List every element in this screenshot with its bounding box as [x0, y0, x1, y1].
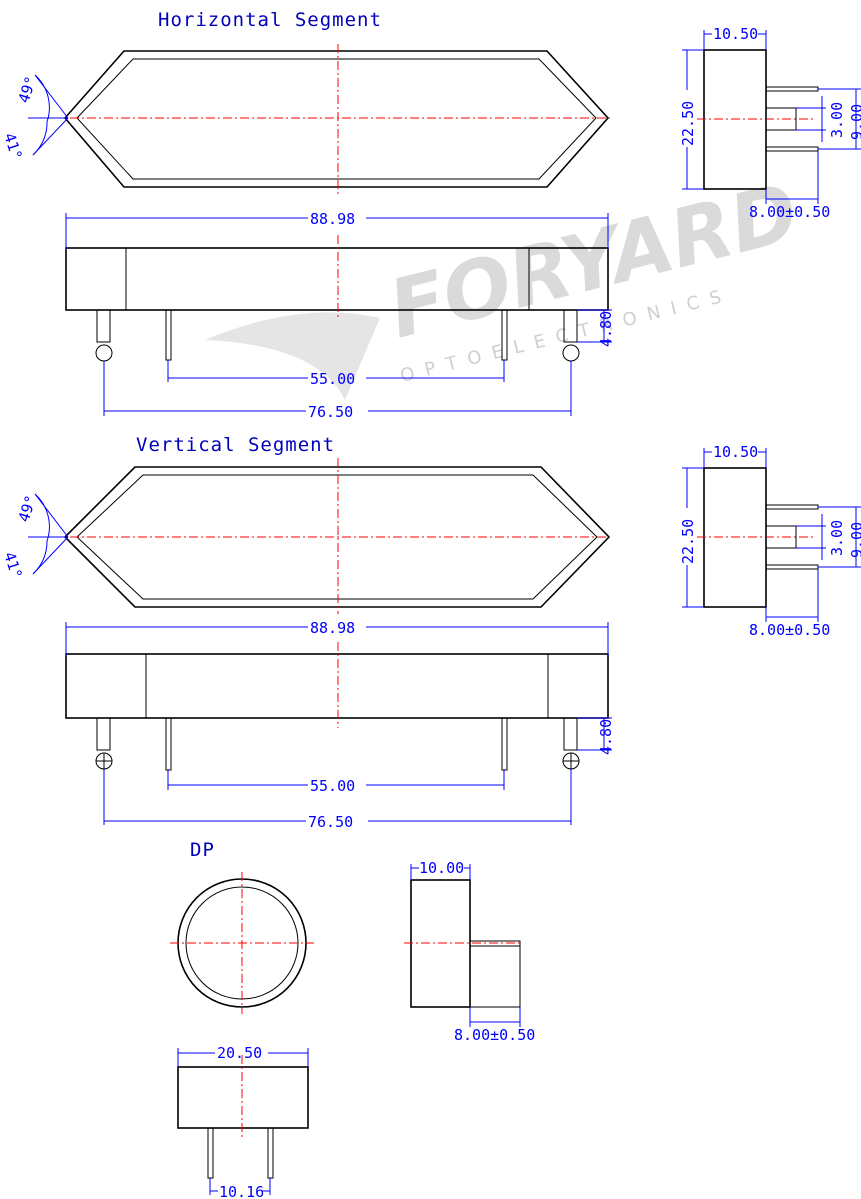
vertical-pin-spacing-inner-label: 55.00	[310, 777, 355, 795]
horizontal-mount-pin-left	[96, 309, 111, 343]
angle-lower-label: 41°	[0, 131, 25, 162]
horizontal-side-lead-top	[765, 86, 819, 92]
vertical-angle-callout: 49° 41°	[0, 493, 69, 581]
dp-side-pin-length-label: 8.00±0.50	[454, 1026, 535, 1044]
dp-width-label: 20.50	[217, 1044, 262, 1062]
horizontal-pin-spacing-inner-label: 55.00	[310, 370, 355, 388]
horizontal-segment-title: Horizontal Segment	[158, 9, 382, 31]
vertical-side-pin-length-label: 8.00±0.50	[749, 621, 830, 639]
horizontal-side-depth-label: 10.50	[713, 25, 758, 43]
angle-upper-label: 49°	[15, 74, 40, 105]
horizontal-pin-spacing-outer-label: 76.50	[308, 403, 353, 421]
vertical-side-pin-gap-label: 3.00	[828, 520, 846, 556]
dp-title: DP	[190, 839, 215, 861]
horizontal-side-lead-bottom	[765, 146, 819, 152]
vertical-mount-pin-left	[96, 717, 111, 751]
vertical-pin-height-label: 4.80	[597, 719, 615, 755]
dp-side-depth-label: 10.00	[419, 859, 464, 877]
vertical-segment-title: Vertical Segment	[136, 434, 335, 456]
dp-pin-spacing-label: 10.16	[219, 1183, 264, 1199]
vertical-lead-left	[165, 717, 172, 771]
dp-front-body	[177, 1066, 309, 1129]
horizontal-front-body	[65, 247, 609, 311]
dp-side-pin	[469, 940, 521, 1008]
vertical-side-height-label: 22.50	[679, 519, 697, 564]
vertical-pin-spacing-outer-label: 76.50	[308, 813, 353, 831]
vertical-segment-section: Vertical Segment 49° 41°	[0, 434, 861, 831]
horizontal-length-label: 88.98	[310, 210, 355, 228]
horizontal-side-pin-length-label: 8.00±0.50	[749, 203, 830, 221]
vertical-lead-right	[501, 717, 508, 771]
horizontal-pin-height-label: 4.80	[597, 311, 615, 347]
vertical-mount-pin-right	[563, 717, 578, 751]
horizontal-mount-pin-left-head	[95, 344, 113, 362]
horizontal-side-pin-gap-label: 3.00	[828, 102, 846, 138]
vertical-side-pin-span-label: 9.00	[848, 522, 861, 558]
vertical-side-lead-bottom	[765, 564, 819, 570]
vertical-side-depth-label: 10.50	[713, 443, 758, 461]
horizontal-segment-inner-outline	[76, 58, 597, 180]
horizontal-angle-callout: 49° 41°	[0, 74, 69, 162]
vertical-side-pin	[765, 525, 797, 549]
watermark: FORYARD OPTOELECTRONICS	[205, 165, 807, 400]
vertical-angle-upper-label: 49°	[15, 493, 40, 524]
horizontal-side-pin-span-label: 9.00	[848, 104, 861, 140]
horizontal-side-height-label: 22.50	[679, 101, 697, 146]
dp-lead-right	[267, 1127, 274, 1179]
horizontal-side-pin	[765, 107, 797, 131]
horizontal-segment-outer-outline	[63, 50, 610, 188]
horizontal-mount-pin-right-head	[562, 344, 580, 362]
vertical-side-lead-top	[765, 504, 819, 510]
dp-section: DP 10.00 8.00±0.50 20.50 10.16	[170, 839, 535, 1199]
dp-lead-left	[207, 1127, 214, 1179]
vertical-angle-lower-label: 41°	[0, 550, 25, 581]
watermark-logo-mark	[205, 312, 380, 400]
horizontal-lead-left	[165, 309, 172, 361]
horizontal-segment-section: Horizontal Segment 49° 41°	[0, 9, 861, 421]
vertical-front-body	[65, 653, 609, 719]
vertical-length-label: 88.98	[310, 619, 355, 637]
horizontal-mount-pin-right	[563, 309, 578, 343]
